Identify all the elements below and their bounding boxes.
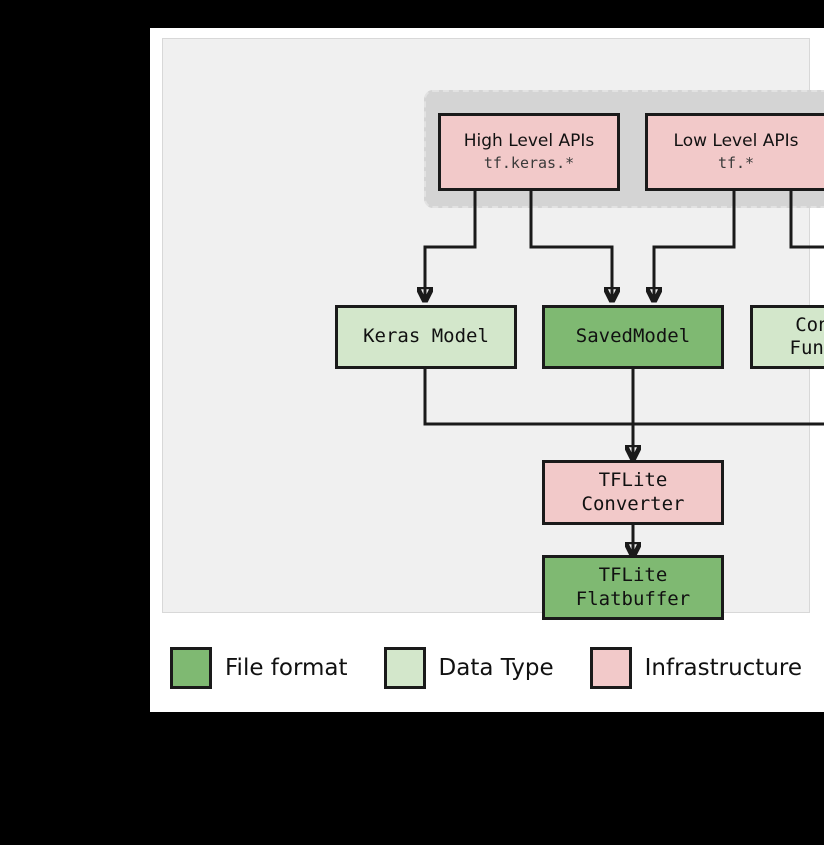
node-savedmodel[interactable]: SavedModel bbox=[542, 305, 724, 369]
node-title: High Level APIs bbox=[463, 131, 595, 152]
node-low-level-apis[interactable]: Low Level APIs tf.* bbox=[645, 113, 824, 191]
legend-item-infrastructure: Infrastructure bbox=[589, 647, 802, 689]
diagram-page: High Level APIs tf.keras.* Low Level API… bbox=[150, 28, 824, 712]
legend-item-data-type: Data Type bbox=[383, 647, 554, 689]
legend-swatch-file-format bbox=[170, 647, 212, 689]
node-title-line2: Flatbuffer bbox=[575, 587, 691, 610]
node-title-line1: Concrete bbox=[795, 313, 824, 336]
node-tflite-converter[interactable]: TFLite Converter bbox=[542, 460, 724, 525]
legend-item-file-format: File format bbox=[170, 647, 348, 689]
node-keras-model[interactable]: Keras Model bbox=[335, 305, 517, 369]
legend-label: Infrastructure bbox=[644, 655, 802, 681]
node-subtitle: tf.* bbox=[717, 154, 755, 173]
legend-label: File format bbox=[225, 655, 348, 681]
node-subtitle: tf.keras.* bbox=[483, 154, 575, 173]
legend-label: Data Type bbox=[438, 655, 554, 681]
node-title-line2: Converter bbox=[581, 492, 685, 515]
node-concrete-functions[interactable]: Concrete Functions bbox=[750, 305, 824, 369]
node-tflite-flatbuffer[interactable]: TFLite Flatbuffer bbox=[542, 555, 724, 620]
node-title: Low Level APIs bbox=[673, 131, 799, 152]
node-title: Keras Model bbox=[363, 325, 489, 348]
node-high-level-apis[interactable]: High Level APIs tf.keras.* bbox=[438, 113, 620, 191]
legend: File format Data Type Infrastructure bbox=[162, 628, 810, 708]
legend-swatch-data-type bbox=[383, 647, 426, 689]
node-title-line2: Functions bbox=[789, 337, 824, 359]
node-title: SavedModel bbox=[575, 325, 691, 348]
legend-swatch-infrastructure bbox=[589, 647, 632, 689]
node-title-line1: TFLite bbox=[598, 564, 668, 587]
node-title-line1: TFLite bbox=[598, 469, 668, 492]
